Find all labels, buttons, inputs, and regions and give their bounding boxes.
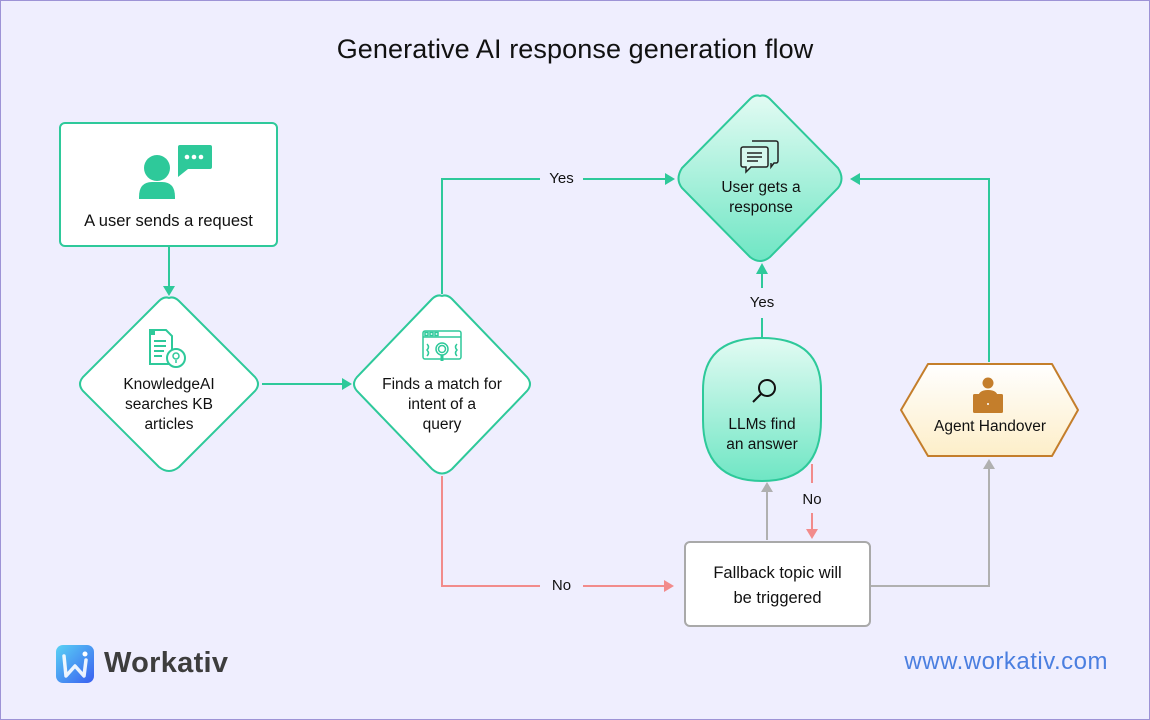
magnifier-icon: [752, 379, 776, 403]
agent-handover-label: Agent Handover: [933, 418, 1047, 435]
node-fallback: [684, 541, 871, 627]
agent-laptop-icon: [973, 377, 1003, 413]
brand-logo-space: [56, 644, 94, 682]
node-knowledgeai: [79, 296, 259, 472]
node-find-match: [353, 294, 531, 475]
edge-label-match-yes: Yes: [549, 170, 574, 187]
edge-label-llm-no: No: [802, 491, 822, 508]
user-chat-icon: [139, 145, 212, 199]
browser-search-icon: [422, 330, 462, 361]
edge-match-yes: [441, 173, 675, 294]
edge-knowledgeai-to-match: [262, 378, 352, 390]
fallback-label: Fallback topic will be triggered: [685, 561, 870, 611]
knowledgeai-label: KnowledgeAI searches KB articles: [90, 375, 248, 435]
fallback-label-line: Fallback topic will: [713, 564, 842, 582]
user-response-label-line: response: [729, 199, 793, 216]
edge-fallback-to-llm: [761, 482, 773, 540]
brand-name: Workativ: [104, 646, 229, 679]
document-bulb-icon: [149, 329, 186, 368]
diagram-title: Generative AI response generation flow: [336, 34, 814, 64]
edge-llm-no: [806, 464, 818, 539]
edge-label-match-no: No: [551, 577, 572, 594]
chat-bubbles-icon: [740, 140, 779, 174]
llm-answer-label: LLMs find an answer: [703, 415, 821, 455]
edge-llm-yes: [756, 263, 768, 338]
brand: Workativ: [56, 644, 228, 682]
llm-answer-label-line: LLMs find: [728, 416, 796, 433]
fallback-label-line: be triggered: [733, 589, 822, 607]
user-response-label: User gets a response: [700, 178, 822, 218]
knowledgeai-label-line: searches KB: [125, 396, 213, 413]
find-match-label: Finds a match for intent of a query: [362, 375, 522, 435]
website-link[interactable]: www.workativ.com: [904, 648, 1108, 675]
user-response-label-line: User gets a: [721, 179, 801, 196]
node-user-response: [677, 94, 843, 262]
find-match-label-line: intent of a: [407, 396, 477, 413]
edge-label-llm-yes: Yes: [749, 294, 775, 311]
llm-answer-label-line: an answer: [726, 436, 798, 453]
find-match-label-line: query: [422, 416, 462, 433]
knowledgeai-label-line: KnowledgeAI: [123, 376, 215, 393]
knowledgeai-label-line: articles: [144, 416, 194, 433]
find-match-label-line: Finds a match for: [382, 376, 502, 393]
edge-agent-to-response: [850, 173, 990, 362]
edge-fallback-to-agent: [870, 459, 995, 587]
edge-user-to-knowledgeai: [163, 246, 175, 296]
user-request-label: A user sends a request: [84, 212, 253, 230]
workativ-logo-icon: [56, 645, 94, 683]
node-llm-answer: [702, 336, 822, 483]
edge-match-no: [441, 476, 674, 592]
